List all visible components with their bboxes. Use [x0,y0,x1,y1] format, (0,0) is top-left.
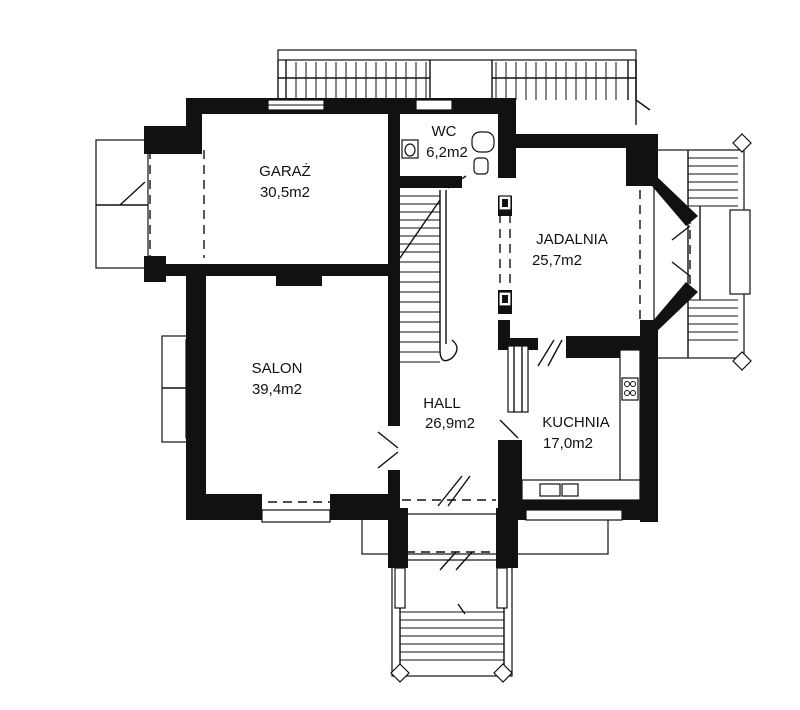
jadalnia-name: JADALNIA [536,231,608,248]
salon-name: SALON [252,360,303,377]
interior-details [203,99,641,523]
wc-name: WC [432,123,457,140]
salon-area: 39,4m2 [252,381,302,398]
garaz-name: GARAŻ [259,162,311,180]
room-labels: GARAŻ 30,5m2 WC 6,2m2 JADALNIA 25,7m2 SA… [252,123,610,452]
walls [144,98,698,568]
hall-area: 26,9m2 [425,415,475,432]
garaz-area: 30,5m2 [260,184,310,201]
kuchnia-name: KUCHNIA [542,414,610,431]
top-terrace [277,49,651,125]
dining-terrace [653,133,752,371]
wc-area: 6,2m2 [426,144,468,161]
hall-name: HALL [423,395,461,412]
garage-entrance [95,139,151,269]
jadalnia-area: 25,7m2 [532,252,582,269]
kuchnia-area: 17,0m2 [543,435,593,452]
